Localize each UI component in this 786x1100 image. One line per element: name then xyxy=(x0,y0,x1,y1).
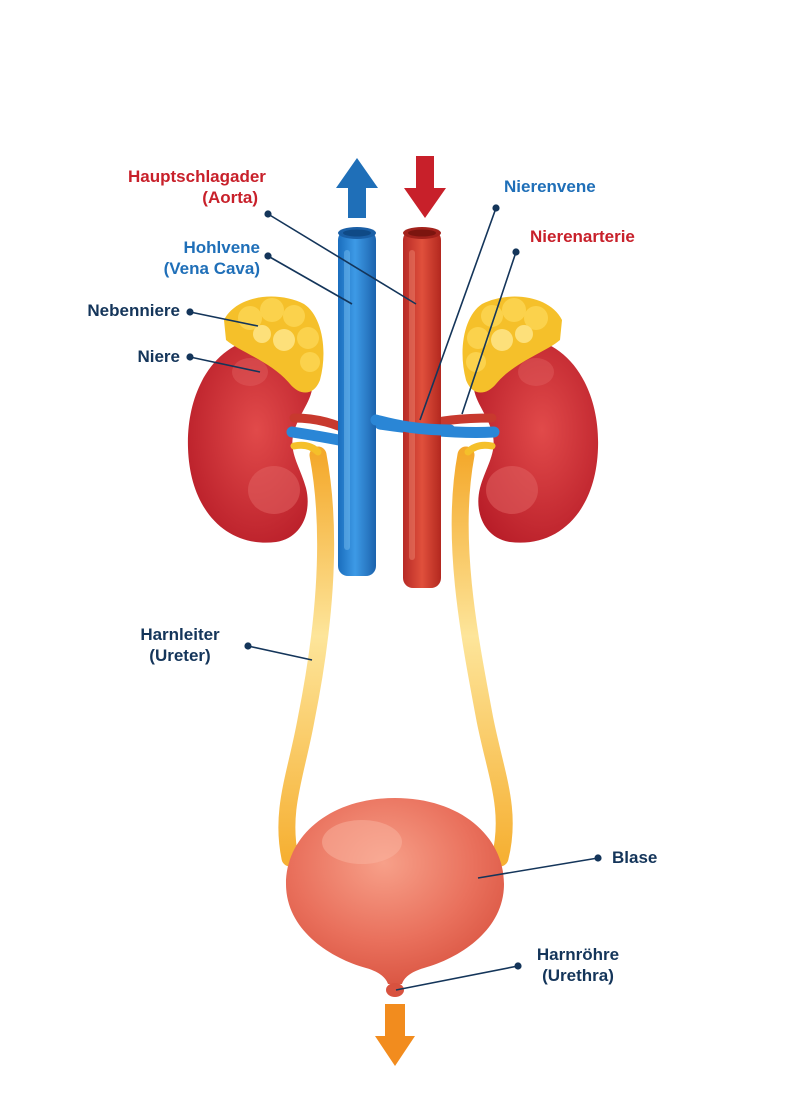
downward-blood-flow-arrow-icon xyxy=(404,156,446,218)
label-aorta-line1: Hauptschlagader xyxy=(128,166,258,187)
urine-outflow-arrow-icon xyxy=(375,1004,415,1066)
label-aorta-line2: (Aorta) xyxy=(128,187,258,208)
label-renal-vein: Nierenvene xyxy=(504,176,634,197)
label-ureter-line2: (Ureter) xyxy=(120,645,240,666)
aorta-vessel xyxy=(403,227,441,588)
label-renal-vein-text: Nierenvene xyxy=(504,176,634,197)
label-urethra: Harnröhre (Urethra) xyxy=(518,944,638,986)
label-kidney-text: Niere xyxy=(80,346,180,367)
vena-cava-vessel xyxy=(338,227,376,576)
urethra xyxy=(386,983,404,997)
label-vena-cava-line2: (Vena Cava) xyxy=(128,258,260,279)
right-kidney-highlight-upper xyxy=(518,358,554,386)
left-kidney-highlight xyxy=(248,466,300,514)
label-kidney: Niere xyxy=(80,346,180,367)
left-kidney-highlight-upper xyxy=(232,358,268,386)
label-vena-cava-line1: Hohlvene xyxy=(128,237,260,258)
label-renal-artery-text: Nierenarterie xyxy=(530,226,680,247)
label-renal-artery: Nierenarterie xyxy=(530,226,680,247)
upward-blood-flow-arrow-icon xyxy=(336,158,378,218)
label-ureter-line1: Harnleiter xyxy=(120,624,240,645)
label-adrenal-text: Nebenniere xyxy=(40,300,180,321)
label-vena-cava: Hohlvene (Vena Cava) xyxy=(128,237,260,279)
label-aorta: Hauptschlagader (Aorta) xyxy=(128,166,258,208)
label-adrenal: Nebenniere xyxy=(40,300,180,321)
right-kidney-highlight xyxy=(486,466,538,514)
bladder xyxy=(286,798,504,984)
label-bladder: Blase xyxy=(612,847,692,868)
label-bladder-text: Blase xyxy=(612,847,692,868)
label-urethra-line2: (Urethra) xyxy=(518,965,638,986)
bladder-highlight xyxy=(322,820,402,864)
label-urethra-line1: Harnröhre xyxy=(518,944,638,965)
label-ureter: Harnleiter (Ureter) xyxy=(120,624,240,666)
